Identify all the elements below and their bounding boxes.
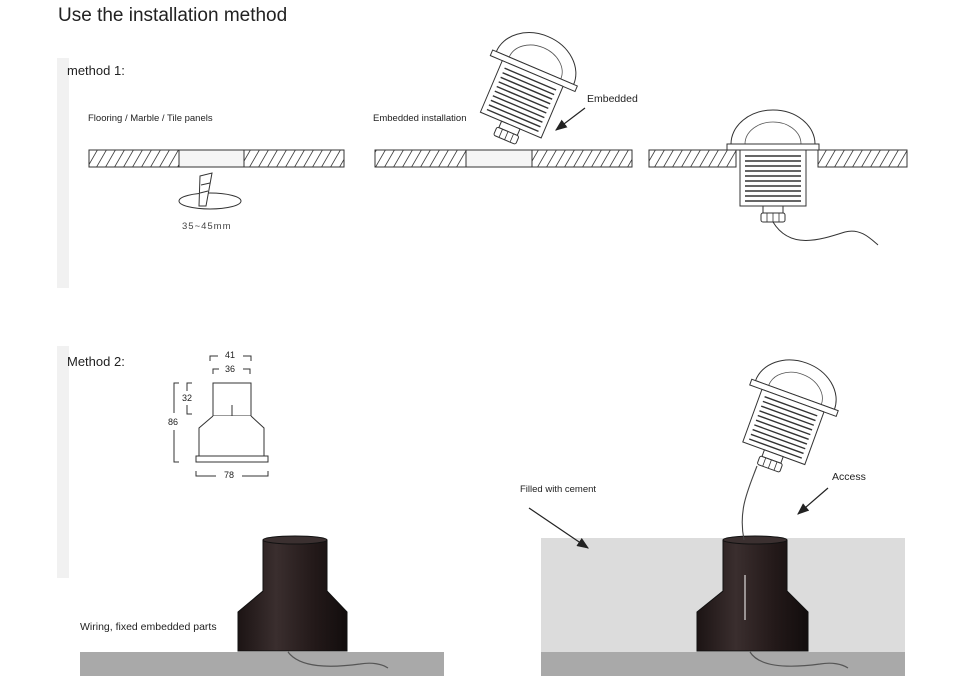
dim-top-inner: 36 (225, 364, 236, 374)
dim-upper-height: 32 (182, 393, 193, 403)
access-fixture-icon (724, 346, 851, 485)
ground-slab-right (541, 652, 905, 676)
embedded-label: Embedded (587, 93, 638, 105)
drill-size-label: 35~45mm (182, 221, 232, 232)
embedded-sleeve-left (237, 535, 348, 652)
cement-label: Filled with cement (520, 484, 597, 495)
cable-icon (287, 651, 389, 669)
cement-arrow-icon (528, 507, 589, 549)
embedded-sleeve-right (696, 535, 809, 652)
floor-panel-2 (374, 149, 633, 168)
tilted-fixture-icon (461, 18, 592, 159)
floor-panel-1 (88, 149, 345, 168)
dim-total-height: 86 (168, 417, 179, 427)
method2-sidebar (57, 346, 69, 578)
embedded-installation-label: Embedded installation (373, 113, 467, 124)
method1-label: method 1: (67, 63, 125, 78)
dim-base-width: 78 (224, 470, 235, 480)
sleeve-dimension-drawing (173, 355, 269, 477)
drill-bit-icon (178, 172, 242, 210)
access-label: Access (832, 471, 866, 483)
method2-label: Method 2: (67, 354, 125, 369)
method1-sidebar (57, 58, 69, 288)
cable-icon (741, 465, 758, 541)
floor-panel-3 (648, 149, 908, 168)
wiring-label: Wiring, fixed embedded parts (80, 621, 217, 633)
page-title: Use the installation method (58, 5, 288, 26)
flooring-label: Flooring / Marble / Tile panels (88, 113, 213, 124)
ground-slab-left (80, 652, 444, 676)
access-arrow-icon (797, 487, 829, 515)
cable-icon (749, 651, 849, 669)
embedded-arrow-icon (555, 107, 586, 131)
installed-fixture-icon (726, 109, 820, 223)
dim-top-outer: 41 (225, 350, 236, 360)
cable-icon (772, 221, 879, 246)
